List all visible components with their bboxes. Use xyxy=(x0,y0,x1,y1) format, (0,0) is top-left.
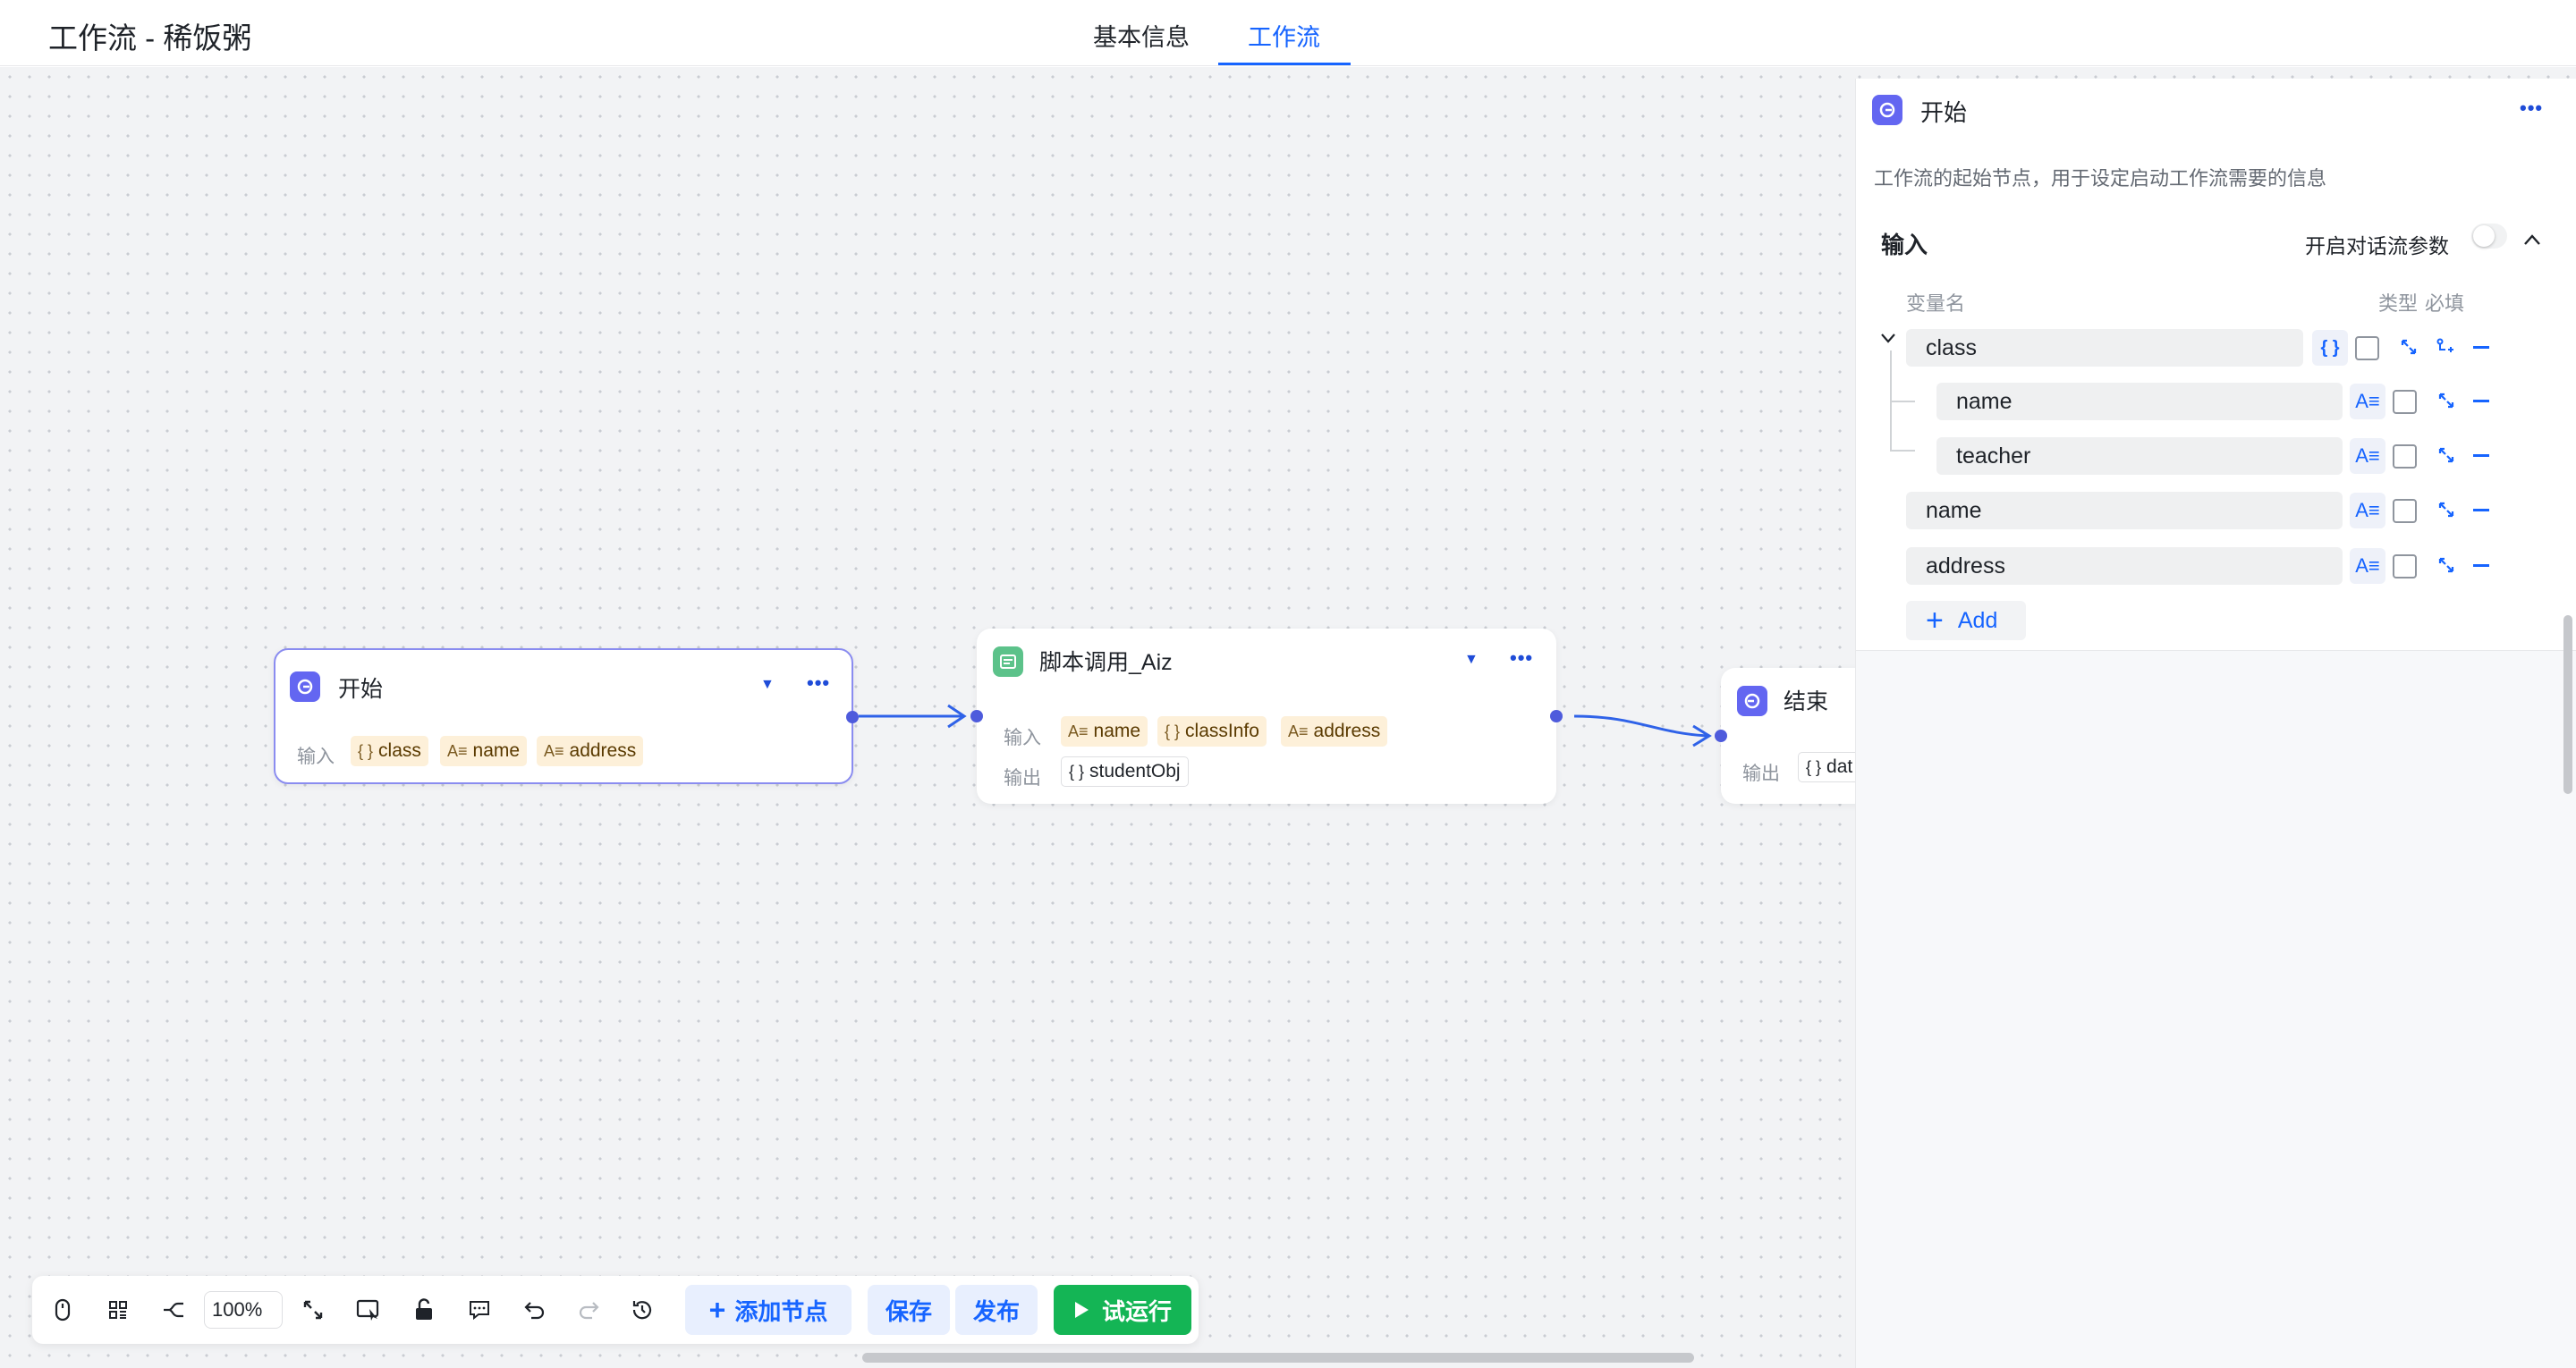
collapse-caret-icon[interactable]: ▼ xyxy=(1464,652,1479,667)
node-more-icon[interactable]: ••• xyxy=(1510,646,1534,669)
type-string-icon[interactable]: A≡ xyxy=(2350,384,2385,419)
expand-editor-icon[interactable] xyxy=(2434,497,2459,522)
edge-connectors xyxy=(859,704,1712,747)
end-output-tag: { }dat xyxy=(1798,752,1861,782)
required-checkbox[interactable] xyxy=(2393,444,2417,469)
node-config-panel: 开始 ••• 工作流的起始节点，用于设定启动工作流需要的信息 输入 开启对话流参… xyxy=(1855,79,2576,1368)
grid-icon[interactable] xyxy=(102,1294,134,1326)
tab-workflow[interactable]: 工作流 xyxy=(1248,24,1320,51)
tree-line xyxy=(1890,450,1915,452)
publish-button[interactable]: 发布 xyxy=(955,1285,1038,1335)
select-icon[interactable] xyxy=(352,1294,385,1326)
tree-line xyxy=(1890,401,1915,402)
variable-name-input[interactable]: name xyxy=(1906,492,2343,529)
panel-more-icon[interactable]: ••• xyxy=(2520,97,2544,119)
expand-editor-icon[interactable] xyxy=(2396,334,2421,359)
input-section-title: 输入 xyxy=(1881,232,1928,258)
required-checkbox[interactable] xyxy=(2393,390,2417,414)
col-header-type: 类型 xyxy=(2378,292,2419,315)
active-tab-indicator xyxy=(1218,63,1351,65)
remove-variable-icon[interactable] xyxy=(2473,400,2489,402)
script-input-tag: A≡name xyxy=(1061,716,1148,747)
start-input-tag: A≡address xyxy=(537,736,644,766)
plus-icon: + xyxy=(1926,604,1944,638)
start-output-port[interactable] xyxy=(846,711,859,723)
vertical-scrollbar[interactable] xyxy=(2563,615,2572,794)
expand-editor-icon[interactable] xyxy=(2434,388,2459,413)
end-node-icon xyxy=(1737,686,1767,716)
app-title: 工作流 - 稀饭粥 xyxy=(48,21,252,55)
save-button[interactable]: 保存 xyxy=(868,1285,950,1335)
type-string-icon[interactable]: A≡ xyxy=(2350,438,2385,474)
variable-name-input[interactable]: teacher xyxy=(1936,437,2343,475)
start-node-icon xyxy=(290,671,320,702)
plus-icon: + xyxy=(708,1294,726,1326)
remove-variable-icon[interactable] xyxy=(2473,564,2489,567)
script-input-port[interactable] xyxy=(970,710,983,722)
script-node-title: 脚本调用_Aiz xyxy=(1039,650,1173,675)
undo-icon[interactable] xyxy=(519,1294,551,1326)
remove-variable-icon[interactable] xyxy=(2473,454,2489,457)
expand-chevron-icon[interactable] xyxy=(1877,327,1899,349)
panel-content: 开始 ••• 工作流的起始节点，用于设定启动工作流需要的信息 输入 开启对话流参… xyxy=(1856,79,2576,651)
expand-editor-icon[interactable] xyxy=(2434,553,2459,578)
add-node-button[interactable]: + 添加节点 xyxy=(685,1285,852,1335)
col-header-name: 变量名 xyxy=(1906,292,1966,315)
conversation-params-toggle[interactable] xyxy=(2471,224,2507,249)
end-node-title: 结束 xyxy=(1784,689,1829,714)
required-checkbox[interactable] xyxy=(2355,336,2379,360)
script-node[interactable]: 脚本调用_Aiz ▼ ••• 输入 A≡name { }classInfo A≡… xyxy=(970,629,1563,804)
mouse-icon[interactable] xyxy=(47,1294,79,1326)
type-string-icon[interactable]: A≡ xyxy=(2350,493,2385,528)
script-input-tag: { }classInfo xyxy=(1157,716,1267,747)
horizontal-scrollbar[interactable] xyxy=(862,1353,1694,1363)
script-node-icon xyxy=(993,646,1023,677)
zoom-level[interactable]: 100% xyxy=(204,1291,283,1329)
script-output-port[interactable] xyxy=(1550,710,1563,722)
variable-name-input[interactable]: name xyxy=(1936,383,2343,420)
fit-view-icon[interactable] xyxy=(297,1294,329,1326)
collapse-section-icon[interactable] xyxy=(2520,227,2545,252)
start-node[interactable]: 开始 ▼ ••• 输入 { }class A≡name A≡address xyxy=(274,648,859,784)
panel-title: 开始 xyxy=(1920,99,1968,126)
start-input-tag: { }class xyxy=(351,736,428,766)
script-input-label: 输入 xyxy=(1004,728,1041,748)
start-input-tag: A≡name xyxy=(440,736,528,766)
play-icon xyxy=(1074,1302,1089,1318)
end-output-label: 输出 xyxy=(1742,764,1780,784)
remove-variable-icon[interactable] xyxy=(2473,346,2489,349)
redo-icon[interactable] xyxy=(572,1294,605,1326)
node-more-icon[interactable]: ••• xyxy=(807,671,831,694)
tab-basic-info[interactable]: 基本信息 xyxy=(1093,24,1190,51)
add-child-icon[interactable] xyxy=(2432,334,2457,359)
start-input-label: 输入 xyxy=(297,747,335,767)
conversation-params-label: 开启对话流参数 xyxy=(2305,234,2449,258)
add-variable-button[interactable]: + Add xyxy=(1906,601,2026,640)
script-output-label: 输出 xyxy=(1004,768,1041,789)
test-run-button[interactable]: 试运行 xyxy=(1054,1285,1191,1335)
col-header-required: 必填 xyxy=(2425,292,2465,315)
panel-description: 工作流的起始节点，用于设定启动工作流需要的信息 xyxy=(1874,167,2327,190)
type-object-icon[interactable]: { } xyxy=(2312,330,2348,366)
canvas-toolbar: 100% + 添加节点 保存 发布 试运行 xyxy=(32,1276,1199,1344)
required-checkbox[interactable] xyxy=(2393,499,2417,523)
variable-name-input[interactable]: address xyxy=(1906,547,2343,585)
variable-name-input[interactable]: class xyxy=(1906,329,2303,367)
start-node-icon xyxy=(1872,95,1902,125)
script-input-tag: A≡address xyxy=(1281,716,1388,747)
branch-icon[interactable] xyxy=(157,1294,190,1326)
collapse-caret-icon[interactable]: ▼ xyxy=(760,677,775,692)
expand-editor-icon[interactable] xyxy=(2434,443,2459,468)
edge-script-to-end xyxy=(1573,714,1709,738)
comment-icon[interactable] xyxy=(463,1294,496,1326)
start-node-title: 开始 xyxy=(338,677,384,702)
history-icon[interactable] xyxy=(626,1294,658,1326)
unlock-icon[interactable] xyxy=(408,1294,440,1326)
app-header: 工作流 - 稀饭粥 基本信息 工作流 xyxy=(0,0,2576,66)
remove-variable-icon[interactable] xyxy=(2473,509,2489,511)
end-input-port[interactable] xyxy=(1715,730,1727,742)
required-checkbox[interactable] xyxy=(2393,554,2417,578)
type-string-icon[interactable]: A≡ xyxy=(2350,548,2385,584)
script-output-tag: { }studentObj xyxy=(1061,756,1189,787)
